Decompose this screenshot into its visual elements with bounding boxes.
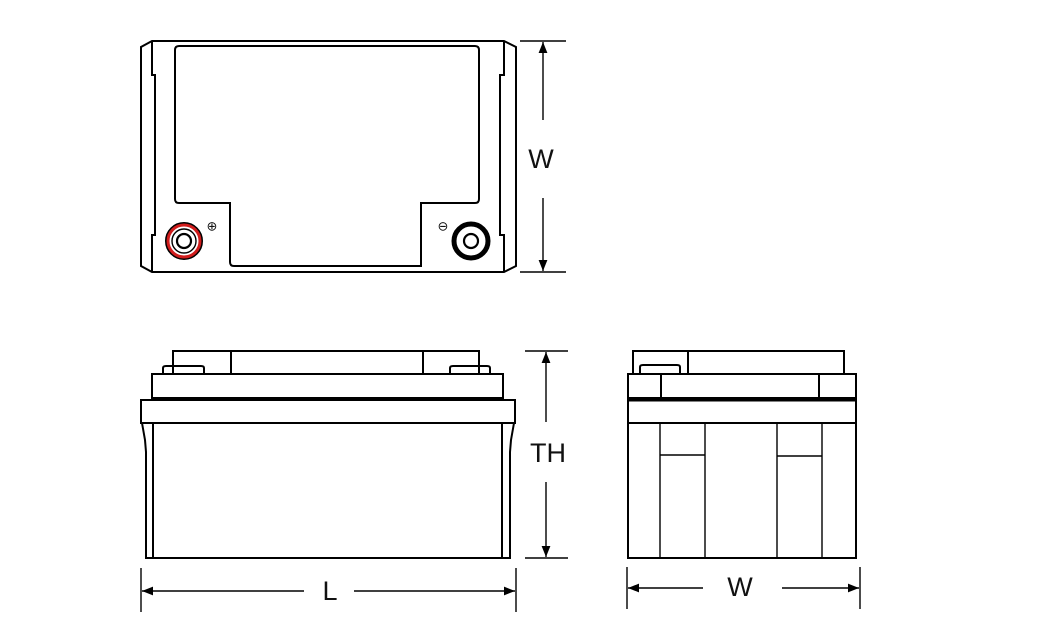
front-view bbox=[140, 350, 516, 559]
side-view bbox=[627, 350, 857, 559]
side-body bbox=[627, 399, 857, 559]
positive-terminal bbox=[165, 222, 203, 260]
side-width-dimension: W bbox=[626, 567, 861, 609]
side-width-label: W bbox=[727, 572, 753, 602]
negative-terminal bbox=[451, 221, 491, 261]
top-view: ⊕ ⊖ bbox=[140, 40, 517, 273]
front-lid bbox=[151, 373, 504, 399]
top-width-label: W bbox=[528, 144, 554, 174]
negative-symbol: ⊖ bbox=[438, 219, 449, 234]
front-right-tab bbox=[449, 365, 491, 374]
top-left-rail bbox=[151, 41, 156, 272]
front-band bbox=[140, 399, 516, 424]
front-cap bbox=[172, 350, 480, 375]
top-outline bbox=[140, 40, 517, 273]
length-label: L bbox=[322, 576, 337, 606]
side-cap bbox=[632, 350, 845, 375]
top-right-rail bbox=[499, 41, 505, 272]
top-width-dimension: W bbox=[520, 40, 566, 273]
side-lid bbox=[627, 373, 857, 399]
top-panel bbox=[174, 45, 480, 267]
front-body bbox=[141, 422, 515, 559]
positive-symbol: ⊕ bbox=[207, 219, 218, 234]
front-left-tab bbox=[162, 365, 205, 374]
side-tab bbox=[639, 364, 681, 374]
height-dimension: TH bbox=[525, 350, 568, 559]
length-dimension: L bbox=[140, 568, 517, 612]
height-label: TH bbox=[530, 438, 566, 468]
